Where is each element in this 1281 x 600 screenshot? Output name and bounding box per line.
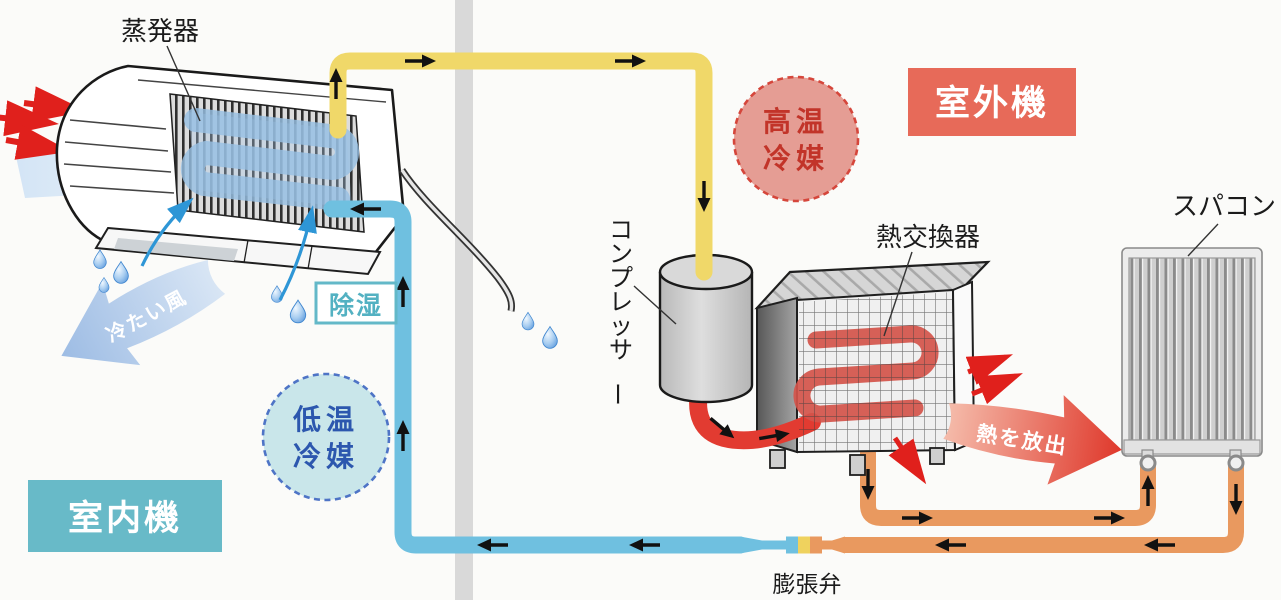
outdoor-unit-banner: 室外機 [908,68,1076,136]
indoor-unit-banner: 室内機 [28,480,222,552]
indoor-unit-louver-dividers [243,239,313,270]
dehumidify-badge: 除湿 [314,281,398,325]
supercomputer-radiator [1121,247,1263,472]
compressor-cylinder [658,253,754,404]
indoor-unit-vent-lines [63,119,175,194]
hot-refrigerant-line2: 冷媒 [763,142,829,175]
indoor-unit-illustration [55,64,406,276]
compressor-label: コンプレッサー [603,216,633,406]
evaporator-leader-line [166,45,201,122]
pipe-hot-gas [329,52,713,281]
cold-refrigerant-line1: 低温 [292,403,359,436]
cold-refrigerant-line2: 冷媒 [293,440,359,473]
outdoor-unit-label: 室外機 [935,83,1049,124]
pipe-warm-liquid [837,416,1244,553]
heat-release-arrow: 熱を放出 [943,395,1122,485]
heat-exchanger-grille [799,292,954,451]
pipe-cold-refrigerant [323,200,749,554]
hot-refrigerant-line1: 高温 [763,105,829,138]
outdoor-unit-legs [769,447,945,476]
expansion-valve-label: 膨張弁 [773,572,842,598]
pipe-to-supercomputer [860,416,1156,526]
evaporator-label: 蒸発器 [121,17,199,47]
expansion-valve [740,536,845,554]
pipe-from-supercomputer [837,460,1244,553]
drain-hose [399,168,516,312]
evaporator-coil [180,108,359,211]
compressor-leader-line [633,285,677,325]
cold-refrigerant-badge: 低温 冷媒 [261,372,391,502]
indoor-unit-louver-slat [114,238,238,261]
supercomputer-leader-line [1187,223,1219,257]
heat-exchanger-label: 熱交換器 [876,223,980,253]
radiator-connectors [1139,449,1245,472]
indoor-unit-label: 室内機 [68,498,182,539]
dehumidify-label: 除湿 [329,291,383,320]
heat-exchanger-leader-line [883,251,913,337]
supercomputer-label: スパコン [1172,192,1276,222]
hot-refrigerant-badge: 高温 冷媒 [732,75,860,203]
wall-divider [455,0,473,600]
condensate-flow-arrows [140,197,317,301]
heat-exhaust-arrows [888,354,1023,485]
